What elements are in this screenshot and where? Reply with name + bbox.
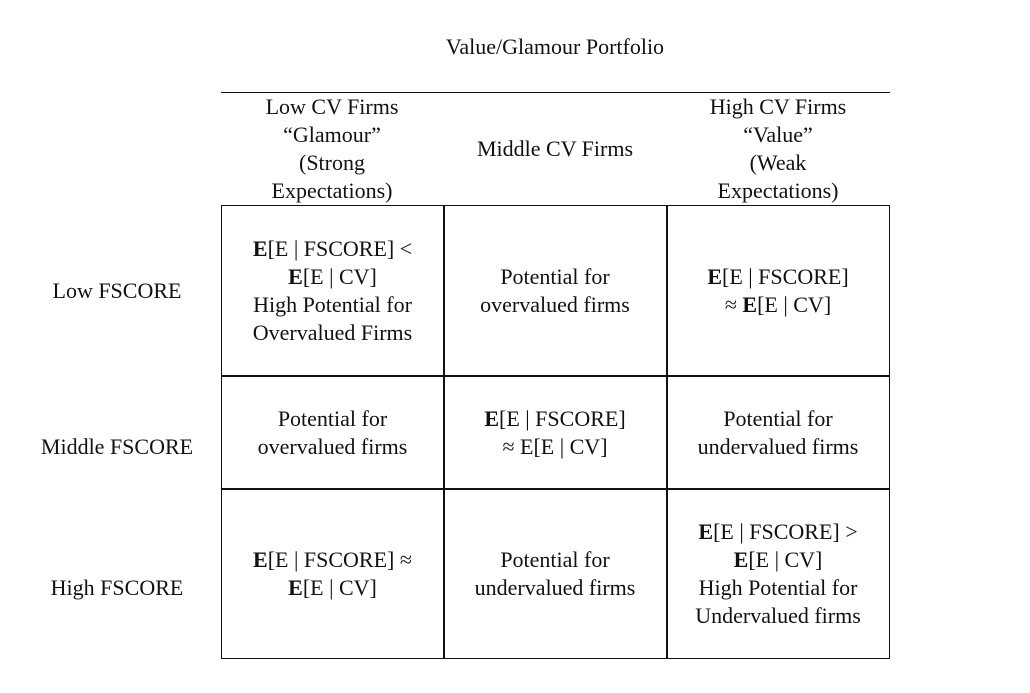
cell-line: Overvalued Firms [252, 319, 413, 345]
header-line: High CV Firms [709, 94, 847, 119]
grid-line [443, 206, 445, 658]
cell-high-fscore-low-cv: E[E | FSCORE] ≈ E[E | CV] [222, 490, 443, 657]
header-line: “Value” [743, 122, 813, 147]
row-label-high-fscore: High FSCORE [50, 575, 184, 600]
cell-middle-fscore-middle-cv: E[E | FSCORE] ≈ E[E | CV] [444, 377, 666, 488]
cell-line: E[E | CV] [288, 574, 377, 600]
cell-low-fscore-low-cv: E[E | FSCORE] < E[E | CV] High Potential… [222, 206, 443, 375]
cell-line: overvalued firms [480, 291, 630, 317]
header-line: “Glamour” [283, 122, 381, 147]
cell-line: undervalued firms [474, 574, 636, 600]
row-label-middle-fscore: Middle FSCORE [40, 434, 194, 459]
column-header-middle-cv: Middle CV Firms [444, 93, 666, 205]
cell-line: E[E | FSCORE] [707, 263, 849, 289]
cell-line: E[E | FSCORE] > [698, 518, 858, 544]
cell-line: High Potential for [253, 291, 412, 317]
grid-line [222, 488, 889, 490]
cell-middle-fscore-high-cv: Potential for undervalued firms [667, 377, 889, 488]
cell-line: E[E | CV] [733, 546, 823, 572]
cell-low-fscore-middle-cv: Potential for overvalued firms [444, 206, 666, 375]
cell-line: E[E | FSCORE] ≈ [253, 546, 412, 572]
cell-line: undervalued firms [697, 433, 859, 459]
cell-middle-fscore-low-cv: Potential for overvalued firms [222, 377, 443, 488]
cell-line: Potential for [500, 546, 610, 572]
grid-line [666, 206, 668, 658]
table-title: Value/Glamour Portfolio [445, 34, 665, 59]
header-line: Expectations) [717, 178, 839, 203]
column-header-high-cv: High CV Firms “Value” (Weak Expectations… [667, 93, 889, 205]
cell-high-fscore-middle-cv: Potential for undervalued firms [444, 490, 666, 657]
column-header-low-cv: Low CV Firms “Glamour” (Strong Expectati… [221, 93, 443, 205]
header-line: Low CV Firms [265, 94, 399, 119]
cell-line: Potential for [500, 263, 610, 289]
cell-line: Potential for [723, 405, 833, 431]
cell-line: overvalued firms [257, 433, 408, 459]
cell-line: E[E | FSCORE] [484, 405, 626, 431]
header-line: Expectations) [271, 178, 393, 203]
cell-high-fscore-high-cv: E[E | FSCORE] > E[E | CV] High Potential… [667, 490, 889, 657]
cell-line: ≈ E[E | CV] [502, 433, 608, 459]
cell-line: E[E | CV] [288, 263, 377, 289]
cell-line: High Potential for [698, 574, 858, 600]
cell-line: Undervalued firms [695, 602, 861, 628]
cell-low-fscore-high-cv: E[E | FSCORE] ≈ E[E | CV] [667, 206, 889, 375]
fscore-cv-grid: E[E | FSCORE] < E[E | CV] High Potential… [221, 205, 890, 659]
header-line: Middle CV Firms [476, 136, 634, 161]
row-label-low-fscore: Low FSCORE [52, 277, 182, 303]
header-line: (Weak [749, 150, 807, 175]
top-rule [221, 92, 890, 93]
cell-line: ≈ E[E | CV] [724, 291, 832, 317]
cell-line: E[E | FSCORE] < [252, 235, 413, 261]
header-line: (Strong [299, 150, 365, 175]
cell-line: Potential for [277, 405, 388, 431]
grid-line [222, 375, 889, 377]
